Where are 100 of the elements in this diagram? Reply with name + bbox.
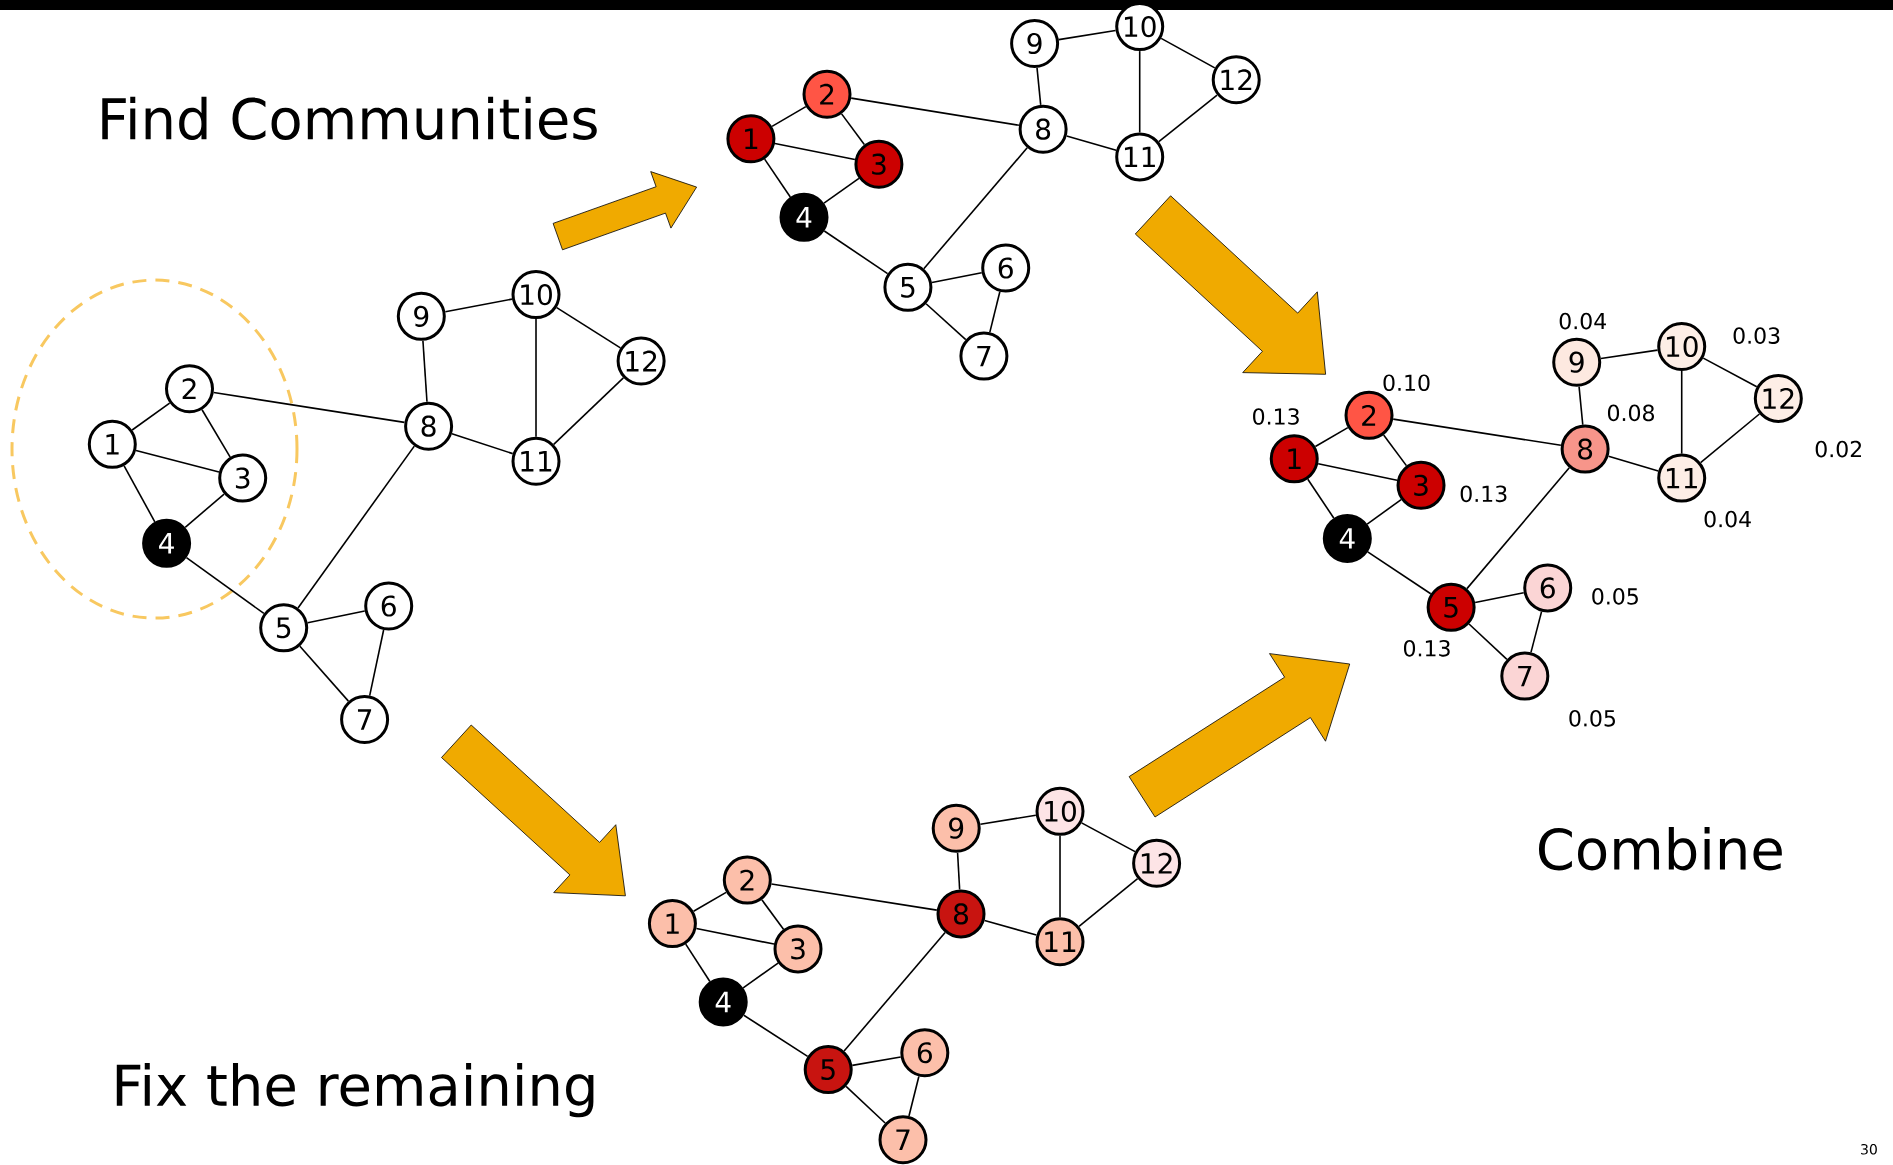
edge-line	[761, 899, 785, 930]
edge-line	[843, 931, 946, 1052]
graph-node: 1	[647, 899, 697, 949]
edge-line	[1607, 455, 1660, 472]
heading: Fix the remaining	[116, 1063, 594, 1118]
edge-line	[1382, 434, 1408, 467]
edge-line	[908, 1075, 920, 1117]
graph-node: 10	[1115, 2, 1165, 52]
edge-line	[1314, 426, 1349, 448]
graph-node: 6	[900, 1028, 950, 1078]
graph-node: 10	[511, 270, 561, 320]
edge-line	[535, 318, 537, 438]
graph-node: 1	[726, 114, 776, 164]
edge-line	[770, 883, 938, 911]
graph-node: 11	[1657, 453, 1707, 503]
edge-line	[983, 919, 1038, 936]
edge-line	[212, 391, 406, 424]
edge-line	[1065, 135, 1117, 151]
graph-node: 12	[616, 336, 666, 386]
edge-line	[850, 97, 1020, 127]
graph-node: 11	[511, 436, 561, 486]
graph-node: 3	[854, 139, 904, 189]
graph-node: 7	[340, 695, 390, 744]
edge-line	[444, 298, 513, 313]
graph-node: 3	[773, 924, 823, 974]
value-label: 0.13	[1460, 485, 1507, 503]
edge-line	[123, 465, 156, 523]
edge-line	[1699, 413, 1761, 464]
edge-line	[1078, 877, 1139, 928]
value-label: 0.13	[1253, 408, 1299, 425]
edge-line	[1138, 50, 1141, 134]
graph-node: 2	[1344, 390, 1394, 440]
graph-node: 6	[981, 243, 1031, 293]
graph-node: 9	[1010, 19, 1060, 68]
graph-node: 10	[1657, 322, 1707, 371]
edge-line	[422, 339, 428, 403]
edge-line	[1158, 94, 1218, 143]
edge-line	[1600, 349, 1659, 360]
edge-line	[979, 814, 1037, 826]
edge-line	[1036, 67, 1042, 106]
heading: Find Communities	[102, 96, 597, 140]
graph-node: 3	[218, 453, 268, 503]
value-label: 0.03	[1733, 327, 1780, 344]
graph-node: 4	[1322, 513, 1372, 563]
edge-line	[1578, 385, 1584, 426]
heading: Combine	[1538, 827, 1782, 871]
edge-line	[451, 433, 514, 455]
edge-line	[851, 1056, 902, 1067]
graph-node: 7	[1500, 651, 1550, 701]
value-label: 0.05	[1592, 588, 1638, 605]
graph-node: 11	[1035, 917, 1085, 967]
edge-line	[1530, 610, 1543, 654]
edge-line	[1468, 623, 1508, 661]
edge-line	[845, 1085, 886, 1124]
value-label: 0.04	[1704, 510, 1751, 528]
graph-node: 8	[404, 401, 454, 451]
edge-line	[184, 493, 225, 529]
edge-line	[201, 408, 231, 458]
edge-line	[555, 306, 622, 349]
edge-line	[552, 377, 625, 446]
graph-node: 2	[165, 364, 214, 414]
edge-line	[1466, 467, 1571, 590]
graph-node: 6	[1523, 563, 1573, 613]
value-label: 0.08	[1607, 404, 1654, 422]
edge-line	[774, 142, 856, 161]
edge-line	[742, 962, 779, 989]
value-label: 0.13	[1403, 640, 1450, 657]
edge-line	[692, 891, 727, 913]
graph-node: 2	[722, 855, 772, 905]
edge-line	[1366, 498, 1402, 525]
graph-node: 5	[883, 262, 933, 312]
edge-line	[840, 113, 866, 146]
graph-node: 1	[87, 419, 137, 469]
edge-line	[989, 291, 1001, 334]
graph-node: 2	[802, 69, 852, 119]
edge-line	[684, 943, 711, 983]
edge-line	[1317, 463, 1398, 482]
edge-line	[695, 927, 775, 945]
edge-line	[1307, 478, 1335, 519]
edge-line	[1392, 418, 1562, 447]
edge-line	[135, 449, 220, 473]
value-label: 0.05	[1569, 710, 1615, 727]
graph-node: 9	[396, 291, 446, 341]
graph-node: 5	[1426, 582, 1476, 632]
edge-line	[297, 445, 416, 609]
edge-line	[956, 851, 961, 891]
edge-line	[1160, 37, 1216, 69]
edge-line	[368, 629, 385, 697]
graph-node: 3	[1396, 460, 1446, 510]
value-label: 0.02	[1815, 440, 1861, 458]
edge-line	[185, 556, 265, 615]
graph-node: 4	[142, 518, 192, 568]
edge-line	[1680, 370, 1683, 455]
graph-node: 1	[1269, 434, 1319, 484]
edge-line	[1058, 29, 1117, 41]
edge-line	[923, 147, 1028, 270]
edge-line	[299, 645, 350, 702]
heading: 30	[1861, 1144, 1877, 1155]
graph-node: 12	[1211, 55, 1261, 105]
edge-line	[823, 230, 889, 275]
